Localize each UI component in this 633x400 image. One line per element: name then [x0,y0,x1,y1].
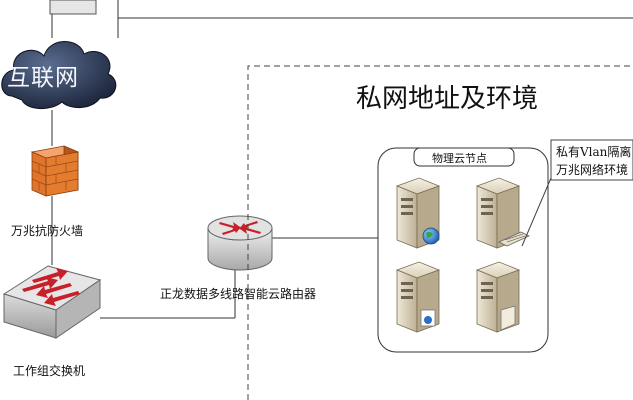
switch-label: 工作组交换机 [13,364,86,378]
cloud-node-label-tab [413,147,515,167]
private-network-zone [247,65,633,400]
server-icon [395,177,441,249]
private-zone-title: 私网地址及环境 [356,84,539,114]
cloud-node-label: 物理云节点 [432,152,487,165]
callout-box [550,139,633,181]
upstream-device-box [49,0,97,15]
server-icon [395,261,441,333]
callout-pointer [521,177,552,247]
server-icon [475,261,521,333]
internet-label: 互联网 [7,65,79,91]
internet-cloud-icon [1,41,117,109]
callout-line-1: 私有Vlan隔离 [556,145,632,159]
firewall-label: 万兆抗防火墙 [11,224,84,238]
connection-lines [51,0,633,319]
server-icon [475,177,530,249]
callout-line-2: 万兆网络环境 [556,163,629,177]
workgroup-switch-icon [2,265,102,339]
firewall-icon [30,145,80,197]
cloud-router-icon [207,215,273,271]
router-label: 正龙数据多线路智能云路由器 [160,287,317,301]
